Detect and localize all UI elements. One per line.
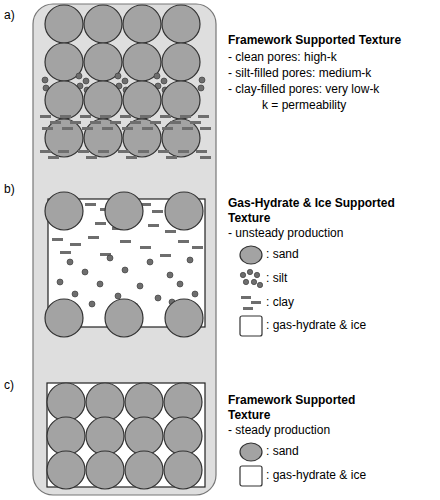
- property-note: - clean pores: high-k: [228, 50, 438, 65]
- property-note: - silt-filled pores: medium-k: [228, 66, 438, 81]
- legend-row: : silt: [239, 268, 434, 290]
- sand-grain: [45, 81, 83, 119]
- legend-text: : gas-hydrate & ice: [266, 318, 366, 333]
- legend-row: : sand: [239, 441, 434, 463]
- silt-sample: [240, 272, 245, 277]
- clay-sample: [251, 301, 261, 304]
- section-heading: Gas-Hydrate & Ice Supported Texture: [228, 196, 418, 226]
- sand-grain: [125, 417, 163, 455]
- sand-grain: [86, 451, 124, 489]
- sand-grain: [162, 43, 200, 81]
- property-note: - unsteady production: [228, 226, 438, 241]
- framework-texture-c: [47, 383, 205, 489]
- panel-letter: a): [4, 8, 30, 23]
- sand-grain: [84, 5, 122, 43]
- legend-text: : sand: [266, 444, 299, 459]
- legend-text: : gas-hydrate & ice: [266, 468, 366, 483]
- sand-grain: [47, 417, 85, 455]
- sand-grain: [165, 192, 203, 230]
- legend-row: : gas-hydrate & ice: [239, 315, 434, 337]
- sample-frame: [33, 4, 216, 495]
- sand-sample: [240, 443, 262, 461]
- sand-grain: [86, 383, 124, 421]
- legend-row: : sand: [239, 244, 434, 266]
- sand-grain: [165, 299, 203, 337]
- legend-row: : gas-hydrate & ice: [239, 465, 434, 487]
- sand-grain: [164, 451, 202, 489]
- legend-sample: [239, 292, 263, 314]
- silt-sample: [251, 279, 256, 284]
- sand-sample: [240, 246, 262, 264]
- framework-texture-a: [40, 5, 211, 159]
- panel-letter: c): [4, 378, 30, 393]
- panel-letter: b): [4, 182, 30, 197]
- clay-particles: [40, 115, 211, 159]
- sand-grain: [123, 5, 161, 43]
- legend-text: : silt: [266, 271, 287, 286]
- silt-sample: [243, 279, 248, 284]
- section-heading: Framework Supported Texture: [228, 393, 378, 423]
- silt-sample: [247, 269, 252, 274]
- legend-sample: [239, 441, 263, 463]
- legend-sample: [239, 465, 263, 487]
- property-note: - steady production: [228, 423, 438, 438]
- definition-note: k = permeability: [262, 98, 432, 113]
- silt-sample: [257, 282, 262, 287]
- sand-grain: [86, 417, 124, 455]
- hydrate-supported-texture-b: [45, 192, 205, 337]
- section-heading: Framework Supported Texture: [228, 33, 438, 48]
- sand-grain: [105, 299, 143, 337]
- legend-row: : clay: [239, 292, 434, 314]
- sand-grain: [164, 417, 202, 455]
- sand-grain: [162, 5, 200, 43]
- legend-sample: [239, 315, 263, 337]
- legend-text: : clay: [266, 295, 294, 310]
- clay-sample: [243, 307, 253, 310]
- legend-swatch: [240, 316, 262, 336]
- sand-grain: [47, 451, 85, 489]
- sand-grain: [45, 299, 83, 337]
- property-note: - clay-filled pores: very low-k: [228, 82, 438, 97]
- sand-grain: [84, 81, 122, 119]
- sand-grain: [125, 451, 163, 489]
- sand-grain: [162, 81, 200, 119]
- sand-grain: [125, 383, 163, 421]
- sand-grain: [47, 383, 85, 421]
- sand-grain: [123, 81, 161, 119]
- sand-grain: [45, 192, 83, 230]
- legend-sample: [239, 268, 263, 290]
- sand-grain: [164, 383, 202, 421]
- silt-sample: [254, 272, 259, 277]
- sand-grain: [45, 5, 83, 43]
- legend-text: : sand: [266, 247, 299, 262]
- legend-sample: [239, 244, 263, 266]
- legend-swatch: [240, 466, 262, 486]
- clay-sample: [241, 296, 251, 299]
- sand-grain: [105, 192, 143, 230]
